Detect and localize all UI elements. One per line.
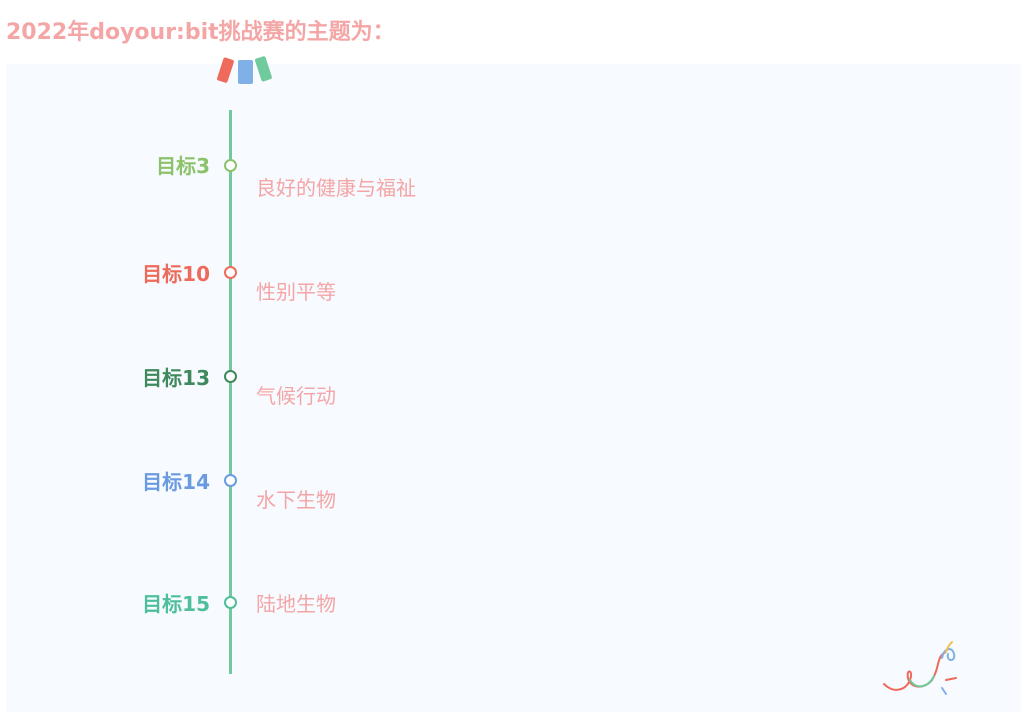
goal-description: 性别平等: [256, 280, 336, 304]
goal-description: 陆地生物: [256, 592, 336, 616]
goal-description: 水下生物: [256, 488, 336, 512]
goal-description: 良好的健康与福祉: [256, 176, 416, 200]
page-title: 2022年doyour:bit挑战赛的主题为：: [6, 20, 395, 45]
timeline-node: [224, 370, 237, 383]
timeline-node: [224, 266, 237, 279]
goal-label: 目标15: [142, 592, 210, 616]
goal-description: 气候行动: [256, 384, 336, 408]
timeline-node: [224, 596, 237, 609]
timeline-node: [224, 474, 237, 487]
timeline-line: [229, 110, 232, 674]
timeline-node: [224, 159, 237, 172]
ribbon-flags-icon: [217, 56, 272, 84]
goal-label: 目标3: [156, 154, 210, 178]
goal-label: 目标10: [142, 262, 210, 286]
timeline-panel: [6, 64, 1021, 712]
goal-label: 目标13: [142, 366, 210, 390]
confetti-squiggle-icon: [883, 641, 957, 695]
goal-label: 目标14: [142, 470, 210, 494]
